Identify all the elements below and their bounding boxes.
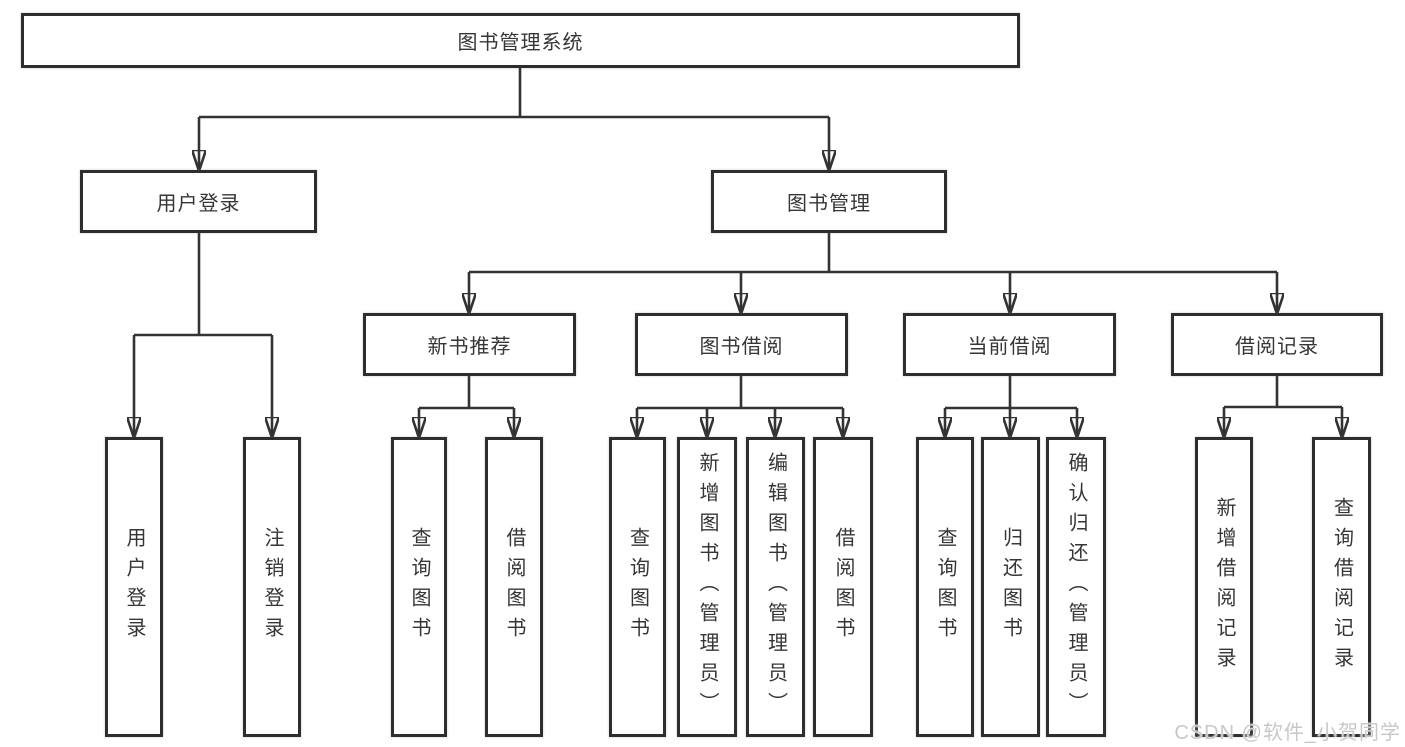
leaf-bb-add-books-admin: 新增图书（管理员） [677,437,737,737]
leaf-nbr-query-books: 查询图书 [391,437,447,737]
node-book-borrow: 图书借阅 [635,313,848,376]
leaf-br-query-record: 查询借阅记录 [1312,437,1371,737]
node-label: 查询图书 [934,527,956,647]
node-label: 借阅记录 [1235,336,1319,358]
node-borrow-records: 借阅记录 [1171,313,1383,376]
leaf-bb-edit-books-admin: 编辑图书（管理员） [746,437,805,737]
node-label: 新增图书（管理员） [696,452,718,722]
node-user-login: 用户登录 [80,170,317,233]
connector-new-book-recommend-group [419,376,514,437]
node-label: 注销登录 [261,527,283,647]
node-label: 借阅图书 [832,527,854,647]
connector-user-login-group [134,233,272,437]
leaf-logout: 注销登录 [243,437,301,737]
node-label: 确认归还（管理员） [1065,452,1087,722]
node-label: 新书推荐 [427,336,512,358]
leaf-br-add-record: 新增借阅记录 [1195,437,1253,737]
node-current-borrow: 当前借阅 [903,313,1116,376]
node-book-management: 图书管理 [711,170,947,233]
node-label: 当前借阅 [967,336,1052,358]
node-new-book-recommend: 新书推荐 [363,313,576,376]
node-label: 用户登录 [156,193,241,215]
leaf-nbr-borrow-books: 借阅图书 [485,437,543,737]
connector-book-management-group [469,233,1277,313]
leaf-bb-borrow-books: 借阅图书 [813,437,873,737]
node-library-management-system: 图书管理系统 [21,13,1020,68]
node-label: 查询借阅记录 [1330,497,1353,677]
node-label: 编辑图书（管理员） [764,452,787,722]
node-label: 借阅图书 [503,527,525,647]
node-label: 用户登录 [123,527,145,647]
connector-book-borrow-group [637,376,843,437]
node-label: 图书管理系统 [457,32,584,54]
csdn-watermark: CSDN @软件_小贺同学 [1174,722,1401,744]
node-label: 查询图书 [626,527,649,647]
node-label: 归还图书 [999,527,1022,647]
leaf-user-login: 用户登录 [105,437,163,737]
leaf-cb-confirm-return-admin: 确认归还（管理员） [1046,437,1106,737]
connector-current-borrow-group [945,376,1077,437]
leaf-cb-query-books: 查询图书 [916,437,974,737]
node-label: 图书管理 [787,193,871,215]
node-label: 查询图书 [408,527,430,647]
leaf-cb-return-books: 归还图书 [981,437,1040,737]
connector-root-to-level1 [199,68,829,170]
node-label: 图书借阅 [699,336,784,358]
leaf-bb-query-books: 查询图书 [609,437,666,737]
node-label: 新增借阅记录 [1213,497,1235,677]
connector-borrow-records-group [1224,376,1342,437]
